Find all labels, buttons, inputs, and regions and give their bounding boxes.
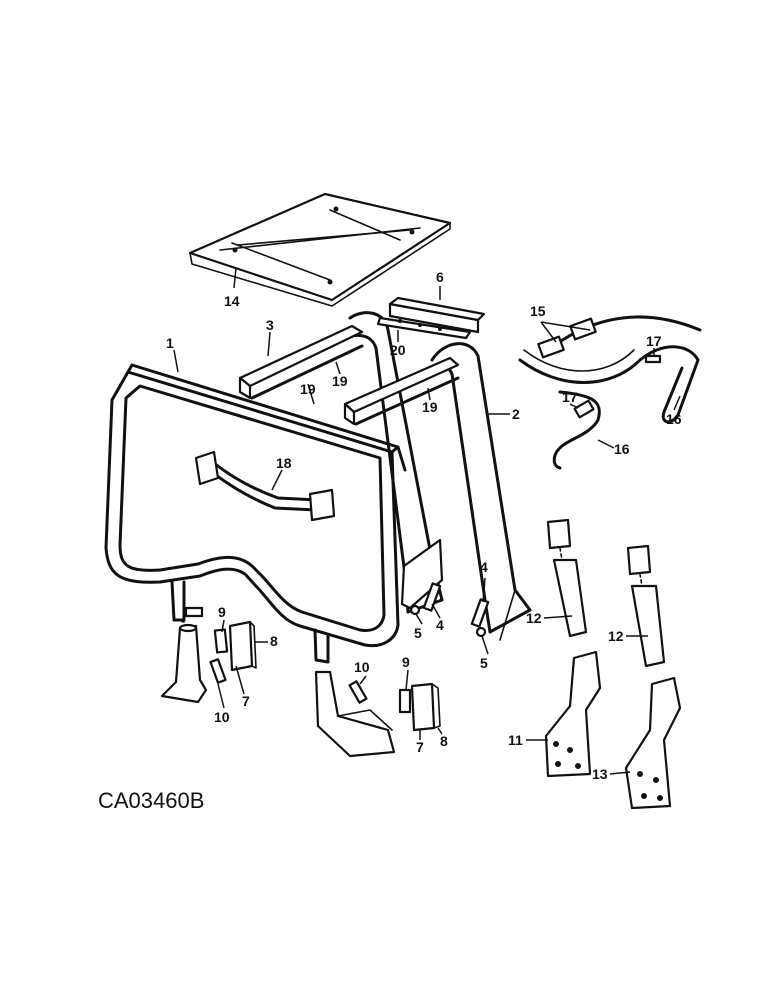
callout-20: 20 [390, 342, 406, 358]
callout-1: 1 [166, 335, 174, 351]
extension-posts [546, 518, 666, 668]
callout-labels: 1 2 3 4 4 5 5 6 7 7 8 8 9 9 10 10 11 12 … [166, 269, 682, 782]
callout-16a: 16 [614, 441, 630, 457]
callout-7a: 7 [242, 693, 250, 709]
callout-10a: 10 [214, 709, 230, 725]
callout-16b: 16 [666, 411, 682, 427]
callout-3: 3 [266, 317, 274, 333]
callout-12a: 12 [526, 610, 542, 626]
crossbars [238, 296, 486, 426]
callout-17b: 17 [562, 389, 578, 405]
windshield-brace [194, 450, 336, 522]
left-mount-assembly [160, 606, 257, 704]
callout-14: 14 [224, 293, 240, 309]
roof-panel [188, 192, 452, 307]
callout-19b: 19 [300, 381, 316, 397]
mounting-plates [544, 650, 682, 810]
seat-belt-assembly [518, 315, 702, 470]
callout-12b: 12 [608, 628, 624, 644]
callout-19a: 19 [332, 373, 348, 389]
callout-9a: 9 [218, 604, 226, 620]
callout-2: 2 [512, 406, 520, 422]
drawing-code: CA03460B [98, 788, 204, 813]
callout-7b: 7 [416, 739, 424, 755]
callout-5b: 5 [480, 655, 488, 671]
middle-mount-assembly [314, 670, 441, 758]
callout-9b: 9 [402, 654, 410, 670]
callout-4a: 4 [480, 559, 488, 575]
callout-8a: 8 [270, 633, 278, 649]
hoop-foot-brackets [400, 538, 490, 638]
leader-lines [173, 267, 681, 775]
windshield-frame [104, 363, 407, 664]
callout-6: 6 [436, 269, 444, 285]
callout-5a: 5 [414, 625, 422, 641]
callout-19c: 19 [422, 399, 438, 415]
callout-15: 15 [530, 303, 546, 319]
callout-18: 18 [276, 455, 292, 471]
callout-8b: 8 [440, 733, 448, 749]
callout-13: 13 [592, 766, 608, 782]
callout-11: 11 [508, 732, 523, 748]
callout-10b: 10 [354, 659, 370, 675]
callout-17a: 17 [646, 333, 662, 349]
callout-4b: 4 [436, 617, 444, 633]
